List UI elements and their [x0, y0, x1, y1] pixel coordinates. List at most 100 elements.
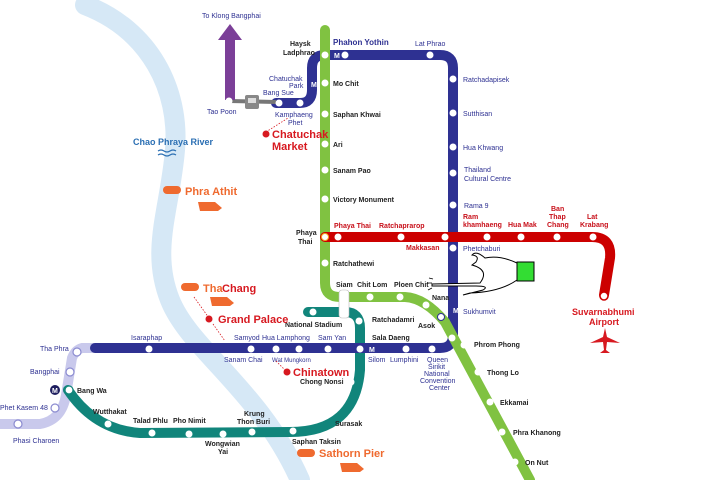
train-window: [248, 98, 256, 103]
svg-text:Saphan Taksin: Saphan Taksin: [292, 439, 341, 446]
svg-text:Market: Market: [272, 141, 308, 153]
svg-text:Makkasan: Makkasan: [406, 245, 439, 252]
svg-text:Grand Palace: Grand Palace: [218, 314, 288, 326]
svg-text:Haysk: Haysk: [290, 41, 311, 48]
svg-text:Siam: Siam: [336, 282, 353, 289]
green-line: [320, 25, 535, 480]
svg-text:Kamphaeng: Kamphaeng: [275, 112, 313, 119]
svg-text:Nana: Nana: [432, 295, 449, 302]
svg-text:Ekkamai: Ekkamai: [500, 400, 528, 407]
svg-text:Bang Wa: Bang Wa: [77, 388, 107, 395]
svg-text:Wat Mungkorn: Wat Mungkorn: [272, 358, 311, 364]
svg-text:On Nut: On Nut: [525, 460, 549, 467]
svg-text:Yai: Yai: [218, 449, 228, 456]
svg-text:Chatuchak: Chatuchak: [269, 76, 303, 83]
svg-text:National Stadium: National Stadium: [285, 322, 342, 329]
arrow-up-icon: [218, 24, 242, 40]
svg-text:Suvarnabhumi: Suvarnabhumi: [572, 307, 635, 317]
svg-text:Thap: Thap: [549, 214, 566, 221]
svg-text:Samyod: Samyod: [234, 335, 260, 342]
svg-text:Talad Phlu: Talad Phlu: [133, 418, 168, 425]
svg-text:Mo Chit: Mo Chit: [333, 81, 359, 88]
svg-text:Isaraphap: Isaraphap: [131, 335, 162, 342]
svg-text:Ram: Ram: [463, 214, 478, 221]
svg-text:Ploen Chit: Ploen Chit: [394, 282, 429, 289]
svg-text:Tha: Tha: [203, 283, 223, 295]
svg-text:Convention: Convention: [420, 378, 456, 385]
svg-text:Ban: Ban: [551, 206, 564, 213]
siam-interchange: [338, 289, 350, 319]
boat-icon: [340, 463, 364, 472]
stations: [13, 51, 609, 466]
svg-text:Phaya: Phaya: [296, 230, 317, 237]
svg-text:Hua Khwang: Hua Khwang: [463, 145, 503, 152]
svg-text:Lat Phrao: Lat Phrao: [415, 41, 445, 48]
svg-text:Ratchaprarop: Ratchaprarop: [379, 223, 425, 230]
svg-text:Lat: Lat: [587, 214, 598, 221]
svg-text:Silom: Silom: [368, 357, 386, 364]
svg-text:Lumphini: Lumphini: [390, 357, 419, 364]
svg-text:Phasi Charoen: Phasi Charoen: [13, 438, 59, 445]
svg-text:Hua Mak: Hua Mak: [508, 222, 537, 229]
svg-text:Surasak: Surasak: [335, 421, 362, 428]
hand-pointer-icon: [427, 252, 535, 296]
svg-text:Phra Khanong: Phra Khanong: [513, 430, 561, 437]
water-icon: [157, 149, 177, 157]
svg-text:Chong Nonsi: Chong Nonsi: [300, 379, 344, 386]
svg-text:Ratchadamri: Ratchadamri: [372, 317, 414, 324]
svg-text:Wutthakat: Wutthakat: [93, 409, 127, 416]
boat-icon: [210, 297, 234, 306]
svg-text:Sanam Chai: Sanam Chai: [224, 357, 263, 364]
svg-text:Park: Park: [289, 83, 304, 90]
svg-text:Sirikit: Sirikit: [428, 364, 445, 371]
svg-text:Chinatown: Chinatown: [293, 367, 349, 379]
svg-text:Krung: Krung: [244, 411, 265, 418]
svg-text:Chang: Chang: [222, 283, 256, 295]
svg-text:Phra Athit: Phra Athit: [185, 186, 237, 198]
svg-text:Airport: Airport: [589, 317, 619, 327]
svg-text:Thon Buri: Thon Buri: [237, 419, 270, 426]
svg-text:Hua Lamphong: Hua Lamphong: [262, 335, 310, 342]
svg-text:M: M: [311, 82, 317, 89]
svg-text:Thailand: Thailand: [464, 167, 491, 174]
teal-line: [63, 307, 365, 439]
svg-text:Ladphrao: Ladphrao: [283, 50, 315, 57]
svg-text:Chit Lom: Chit Lom: [357, 282, 387, 289]
svg-text:Bang Sue: Bang Sue: [263, 90, 294, 97]
svg-text:Phetchaburi: Phetchaburi: [463, 246, 501, 253]
svg-text:Ari: Ari: [333, 142, 343, 149]
river-label: Chao Phraya River: [133, 137, 214, 147]
svg-text:Thong Lo: Thong Lo: [487, 370, 519, 377]
pier-sathorn: Sathorn Pier: [297, 448, 385, 472]
landmark-grand-palace: Grand Palace: [193, 296, 288, 342]
svg-text:Wongwian: Wongwian: [205, 441, 240, 448]
airplane-icon: [590, 328, 620, 353]
blue-line: [90, 50, 458, 353]
direction-label: To Klong Bangphai: [202, 13, 261, 20]
svg-text:Phrom Phong: Phrom Phong: [474, 342, 520, 349]
svg-text:Sathorn Pier: Sathorn Pier: [319, 448, 385, 460]
landmark-chinatown: Chinatown: [275, 360, 349, 379]
svg-text:Bangphai: Bangphai: [30, 369, 60, 376]
svg-text:Ratchadapisek: Ratchadapisek: [463, 77, 510, 84]
svg-text:Thai: Thai: [298, 239, 312, 246]
svg-text:Pho Nimit: Pho Nimit: [173, 418, 206, 425]
svg-text:M: M: [453, 308, 459, 315]
svg-text:Asok: Asok: [418, 323, 435, 330]
svg-text:Sukhumvit: Sukhumvit: [463, 309, 496, 316]
svg-text:National: National: [424, 371, 450, 378]
svg-text:Sanam Pao: Sanam Pao: [333, 168, 371, 175]
svg-text:Sala Daeng: Sala Daeng: [372, 335, 410, 342]
svg-text:M: M: [369, 347, 375, 354]
svg-text:Sutthisan: Sutthisan: [463, 111, 492, 118]
svg-text:Center: Center: [429, 385, 451, 392]
